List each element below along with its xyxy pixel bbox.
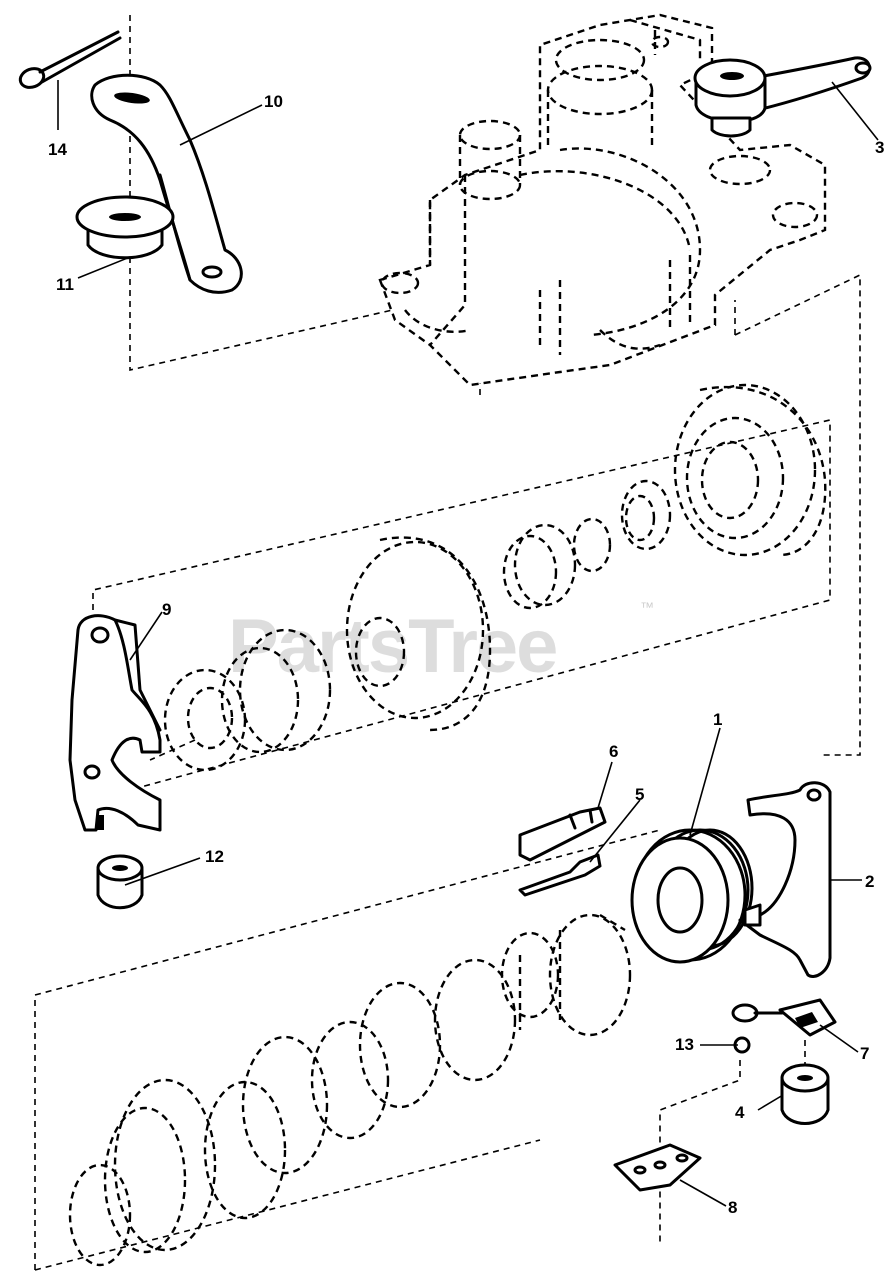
axle-gear-assembly	[163, 383, 827, 772]
part-7-detent-spring	[731, 998, 837, 1037]
part-1-bearing	[630, 828, 754, 964]
callout-10: 10	[264, 92, 283, 111]
part-3-lever-hub	[693, 56, 872, 138]
differential-gear-cluster	[68, 913, 632, 1267]
callout-13: 13	[675, 1035, 694, 1054]
callout-5: 5	[635, 785, 644, 804]
watermark-trademark: ™	[640, 599, 654, 615]
part-2-shift-fork	[738, 781, 832, 978]
watermark-text: PartsTree	[228, 604, 556, 689]
callout-labels: 1 2 3 4 5 6 7 8 9 10 11 12 13 14	[48, 92, 884, 1217]
callout-11: 11	[56, 275, 74, 294]
callout-3: 3	[875, 138, 884, 157]
callout-6: 6	[609, 742, 618, 761]
part-9-brake-bracket	[68, 614, 162, 832]
partstree-watermark: PartsTree ™	[228, 599, 654, 689]
callout-leader-lines	[57, 80, 879, 1207]
callout-4: 4	[735, 1103, 745, 1122]
transmission-housing	[378, 13, 827, 387]
part-6-key	[518, 806, 607, 862]
callout-8: 8	[728, 1198, 737, 1217]
part-10-shift-lever	[90, 73, 243, 294]
part-8-plate	[613, 1143, 702, 1192]
part-4-cap	[780, 1063, 830, 1125]
callout-14: 14	[48, 140, 67, 159]
callout-7: 7	[860, 1044, 869, 1063]
callout-9: 9	[162, 600, 171, 619]
part-14-cotter-pin	[18, 30, 122, 89]
part-12-cap	[96, 854, 144, 910]
part-5-spring-clip	[518, 853, 602, 897]
part-11-plug	[75, 195, 175, 260]
callout-2: 2	[865, 872, 874, 891]
callout-1: 1	[713, 710, 722, 729]
callout-12: 12	[205, 847, 224, 866]
